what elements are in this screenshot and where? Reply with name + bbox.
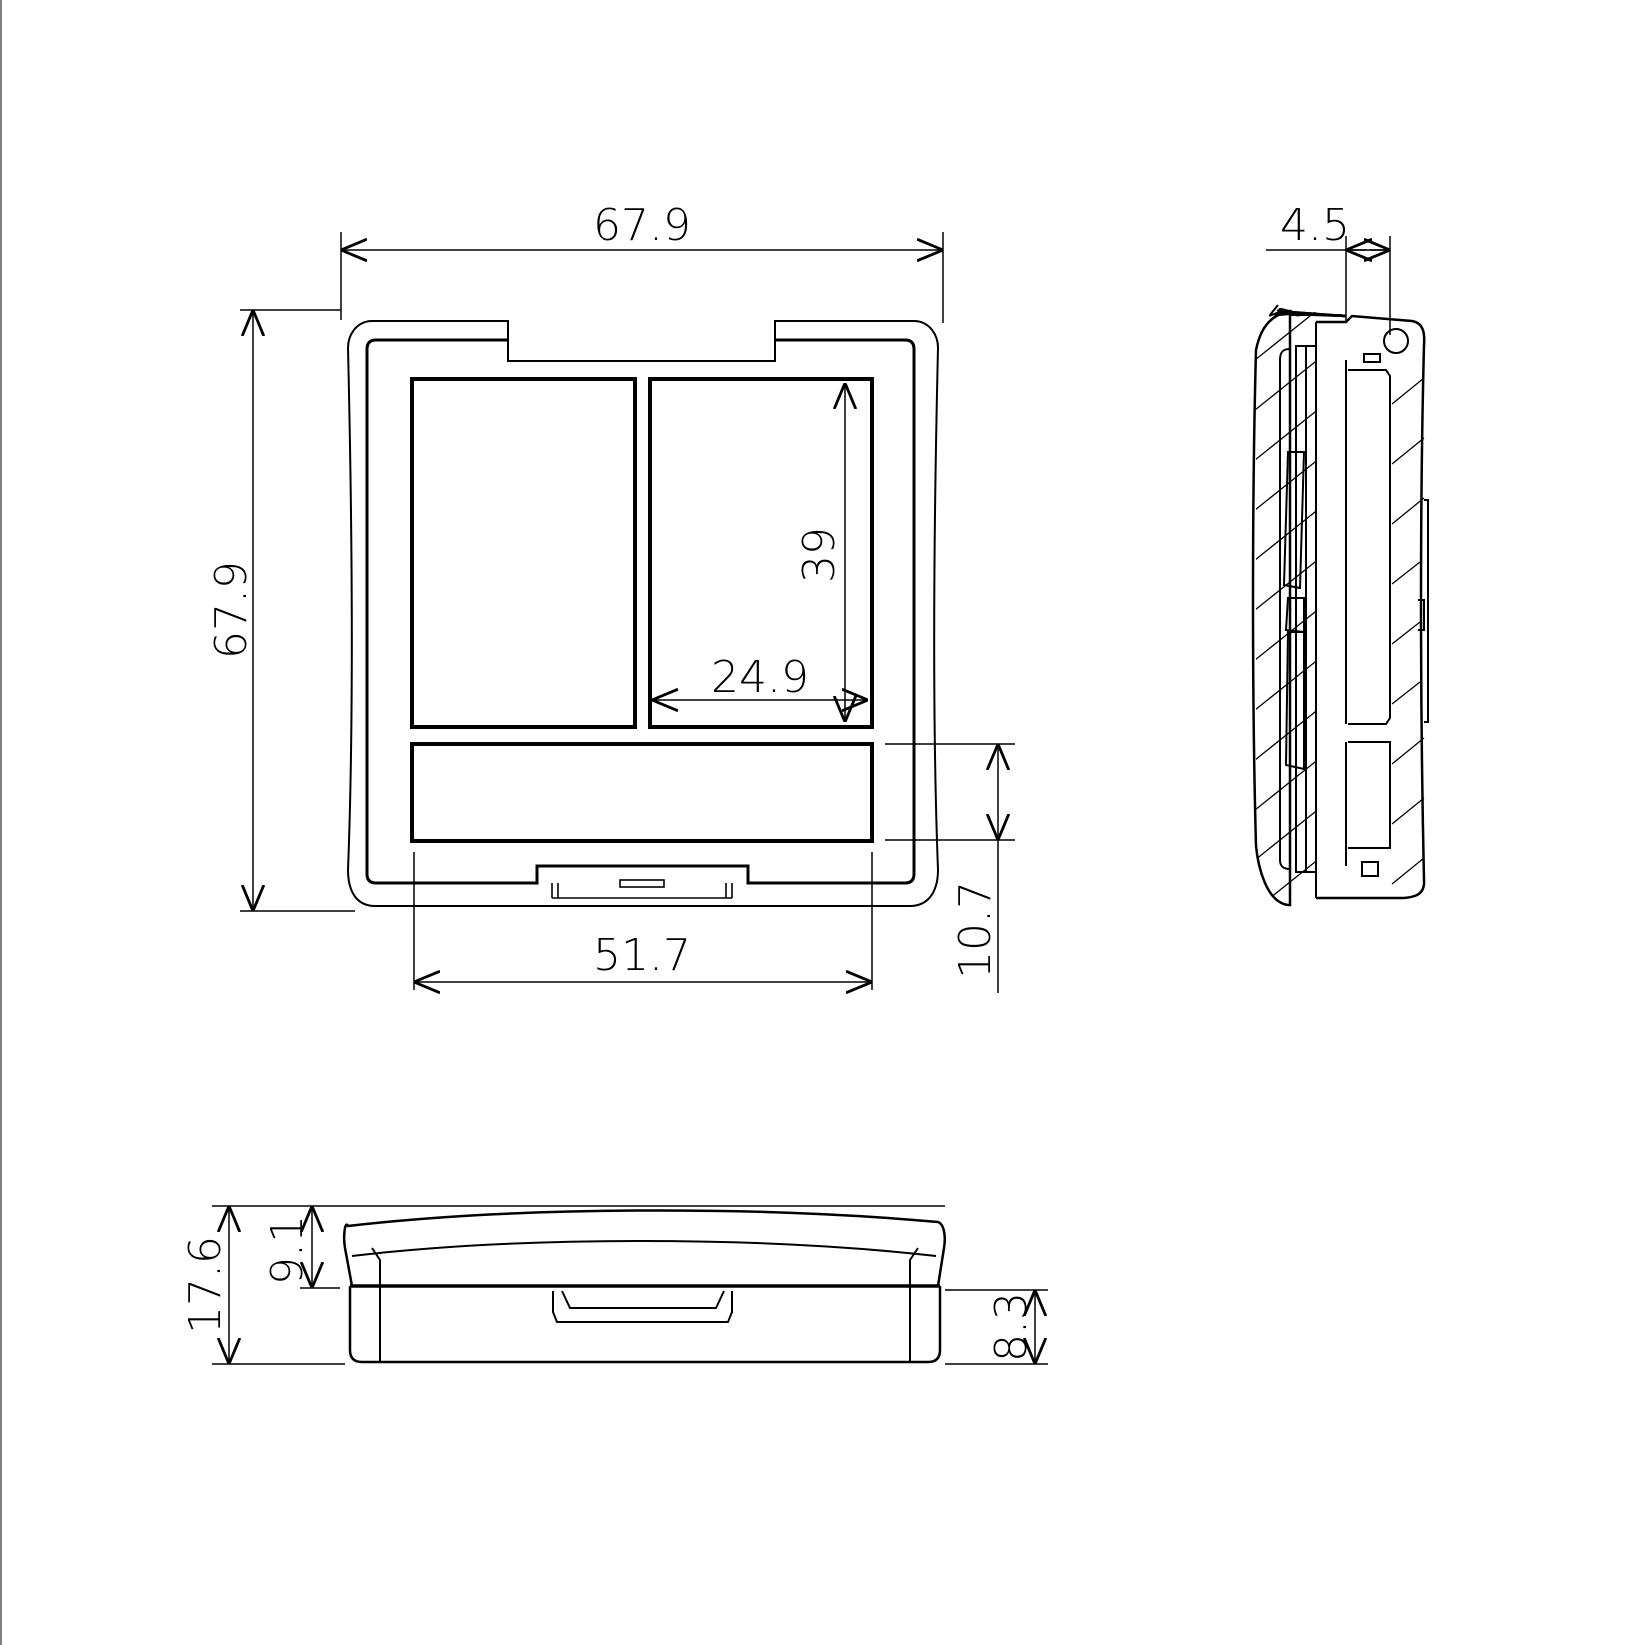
edge-dimensions	[212, 1205, 1048, 1365]
dim-lid-thickness: 9.1	[262, 1215, 313, 1285]
dim-front-width: 67.9	[593, 200, 691, 251]
front-view	[346, 320, 940, 907]
dim-pan-height: 39	[794, 527, 845, 583]
dim-base-thickness: 8.3	[986, 1292, 1037, 1362]
edge-lid	[342, 1209, 946, 1288]
side-view-body	[1251, 310, 1429, 907]
edge-view	[342, 1209, 946, 1364]
dim-pan-width: 24.9	[711, 652, 809, 703]
case-inner-rim	[365, 338, 916, 885]
pan-top-right	[648, 377, 874, 729]
side-base-hatching	[1391, 377, 1425, 885]
dim-total-thickness: 17.6	[180, 1236, 231, 1334]
dim-inner-width: 51.7	[593, 930, 691, 981]
pan-bottom	[410, 742, 874, 843]
side-lid	[1251, 310, 1292, 907]
dim-front-height: 67.9	[206, 561, 257, 659]
dim-lower-pan-height: 10.7	[950, 881, 1001, 979]
pan-top-left	[410, 377, 637, 729]
side-base	[1316, 314, 1426, 900]
dim-side-depth: 4.5	[1280, 200, 1350, 251]
edge-base	[348, 1286, 942, 1364]
front-dimensions	[240, 232, 1015, 993]
hinge	[1383, 328, 1409, 354]
edge-latch	[552, 1291, 733, 1323]
side-hatching	[1256, 312, 1316, 905]
latch	[551, 879, 733, 899]
side-dimensions	[1266, 236, 1391, 335]
case-outer-outline	[346, 320, 940, 907]
